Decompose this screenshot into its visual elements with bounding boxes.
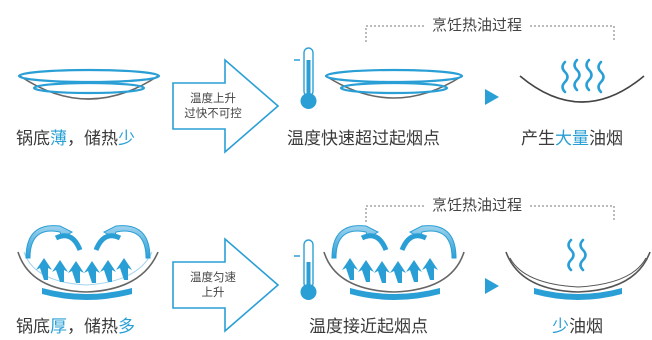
result-label-top-prefix: 产生 xyxy=(521,129,555,149)
process-title-bottom: 烹饪热油过程 xyxy=(424,194,531,215)
arrow-text-bottom-line1: 温度匀速 xyxy=(190,270,236,284)
big-arrow-top xyxy=(172,58,280,154)
play-arrow-top xyxy=(485,89,499,105)
result-label-bottom: 少油烟 xyxy=(552,312,603,337)
pan-label-bottom-mid: ，储热 xyxy=(67,317,118,337)
arrow-text-bottom: 温度匀速 上升 xyxy=(176,270,250,300)
heat-flow-icon xyxy=(25,225,151,283)
pan-label-top-mid: ，储热 xyxy=(67,129,118,149)
smoke-icon xyxy=(561,58,605,94)
pan-label-top-prefix: 锅底 xyxy=(16,129,50,149)
pan-label-top-hl1: 薄 xyxy=(50,129,67,149)
arrow-text-bottom-line2: 上升 xyxy=(201,285,225,299)
pan-label-bottom: 锅底厚，储热多 xyxy=(16,312,135,337)
result-pan-top xyxy=(519,75,645,103)
result-label-bottom-suffix: 油烟 xyxy=(569,317,603,337)
thick-pan-icon xyxy=(17,251,159,300)
pan-label-top: 锅底薄，储热少 xyxy=(16,124,135,149)
thermometer-icon xyxy=(294,47,317,109)
thermometer-icon-bottom xyxy=(294,239,317,300)
temp-label-top: 温度快速超过起烟点 xyxy=(287,129,440,149)
pan-label-bottom-hl1: 厚 xyxy=(50,317,67,337)
pan-label-bottom-hl2: 多 xyxy=(118,317,135,337)
result-label-top: 产生大量油烟 xyxy=(521,124,623,149)
arrow-text-top-line2: 过快不可控 xyxy=(184,106,242,120)
thin-pan-icon xyxy=(17,68,161,100)
smoke-icon-small xyxy=(567,238,587,272)
heat-flow-icon-2 xyxy=(331,225,457,283)
arrow-text-top: 温度上升 过快不可控 xyxy=(176,91,250,121)
pan-label-top-hl2: 少 xyxy=(118,129,135,149)
temp-label-bottom: 温度接近起烟点 xyxy=(309,317,428,337)
pan-label-bottom-prefix: 锅底 xyxy=(16,317,50,337)
big-arrow-bottom xyxy=(172,237,280,333)
thick-pan-icon-2 xyxy=(323,251,465,300)
result-pan-bottom xyxy=(505,251,651,300)
play-arrow-bottom xyxy=(485,278,499,294)
result-label-top-hl: 大量 xyxy=(555,129,589,149)
result-label-bottom-hl: 少 xyxy=(552,317,569,337)
result-label-top-suffix: 油烟 xyxy=(589,129,623,149)
process-title-top: 烹饪热油过程 xyxy=(424,14,531,35)
arrow-text-top-line1: 温度上升 xyxy=(190,91,236,105)
thin-pan-icon-2 xyxy=(324,68,464,99)
